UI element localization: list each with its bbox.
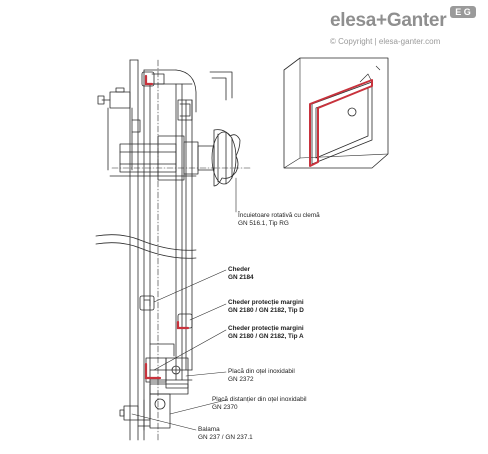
cable-curve — [95, 234, 197, 259]
label-line: Balama — [198, 426, 220, 433]
label-seal-gn2184: Cheder GN 2184 — [228, 266, 254, 283]
frame-profile — [129, 59, 151, 441]
door-panel — [143, 69, 197, 381]
label-line: GN 516.1, Tip RG — [238, 220, 289, 228]
brand-plus: + — [376, 10, 387, 31]
edge-protection-a-red — [144, 362, 162, 380]
brand-logo: elesa+Ganter E G © Copyright | elesa-gan… — [330, 6, 480, 50]
label-line: GN 2372 — [228, 376, 254, 384]
label-line: Încuietoare rotativă cu clemă — [238, 212, 320, 219]
label-line: GN 2180 / GN 2182, Tip D — [228, 307, 304, 315]
clamp-bracket — [109, 135, 199, 181]
label-line: Cheder protecție margini — [228, 325, 304, 332]
middle-seal-profile — [139, 295, 193, 329]
label-line: GN 2180 / GN 2182, Tip A — [228, 333, 304, 341]
label-hinge: Balama GN 237 / GN 237.1 — [198, 426, 253, 443]
leader-lines — [131, 177, 237, 431]
top-seal-profile — [141, 71, 193, 121]
brand-badge: E G — [450, 6, 476, 18]
label-line: GN 2184 — [228, 274, 254, 282]
label-stainless-plate: Placă din oțel inoxidabil GN 2372 — [228, 368, 295, 385]
brand-wordmark: elesa+Ganter — [330, 10, 447, 32]
rotary-knob — [197, 129, 241, 187]
inset-door-sketch — [283, 57, 389, 169]
brand-name-elesa: elesa — [330, 10, 377, 31]
label-rotary-clamp-latch: Încuietoare rotativă cu clemă GN 516.1, … — [238, 212, 320, 229]
label-edge-protection-a: Cheder protecție margini GN 2180 / GN 21… — [228, 325, 304, 342]
label-line: Cheder — [228, 266, 251, 273]
label-edge-protection-d: Cheder protecție margini GN 2180 / GN 21… — [228, 299, 304, 316]
edge-protection-d-red — [176, 320, 190, 330]
center-lines — [111, 59, 251, 441]
label-line: Placă distanțier din oțel inoxidabil — [212, 396, 307, 403]
label-line: GN 2370 — [212, 404, 238, 412]
seal-highlights — [144, 74, 190, 380]
label-line: GN 237 / GN 237.1 — [198, 434, 253, 442]
inset-seal-red — [309, 79, 373, 167]
copyright-text: © Copyright | elesa-ganter.com — [330, 37, 441, 46]
rotation-arrow — [209, 71, 233, 101]
label-line: Cheder protecție margini — [228, 299, 304, 306]
top-bolt — [97, 87, 141, 171]
label-spacer-plate: Placă distanțier din oțel inoxidabil GN … — [212, 396, 307, 413]
bottom-assembly — [119, 343, 189, 441]
top-seal-red — [144, 74, 154, 86]
label-line: Placă din oțel inoxidabil — [228, 368, 295, 375]
brand-name-ganter: Ganter — [386, 10, 447, 31]
